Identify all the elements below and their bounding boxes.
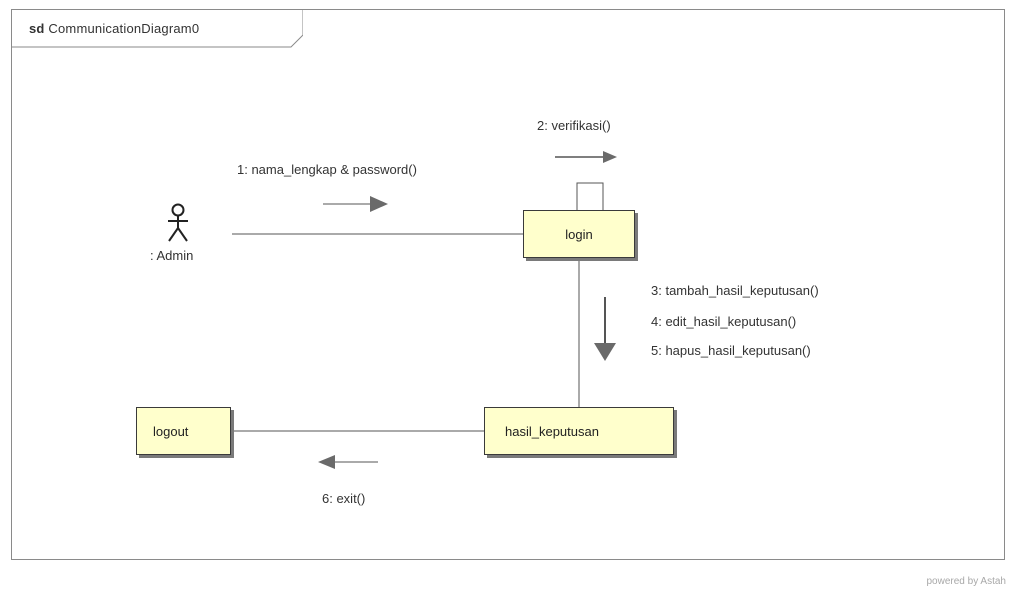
object-login: login bbox=[523, 210, 635, 258]
message-label-4: 4: edit_hasil_keputusan() bbox=[651, 314, 797, 329]
frame-keyword: sd bbox=[29, 21, 45, 36]
message-label-3: 3: tambah_hasil_keputusan() bbox=[651, 283, 819, 298]
message-label-2: 2: verifikasi() bbox=[537, 118, 611, 133]
message-label-6: 6: exit() bbox=[322, 491, 366, 506]
object-hasil-keputusan: hasil_keputusan bbox=[484, 407, 674, 455]
object-logout: logout bbox=[136, 407, 231, 455]
powered-by-credit: powered by Astah bbox=[926, 576, 1007, 587]
actor-admin-label: : Admin bbox=[150, 248, 194, 263]
object-hasil-keputusan-label: hasil_keputusan bbox=[505, 423, 599, 439]
frame-name-tab: sd CommunicationDiagram0 bbox=[11, 9, 303, 49]
self-link-login bbox=[576, 182, 604, 210]
message-label-1: 1: nama_lengkap & password() bbox=[237, 162, 417, 177]
admin-actor-icon bbox=[168, 203, 188, 242]
message-label-5: 5: hapus_hasil_keputusan() bbox=[651, 343, 811, 358]
message-arrow-3-5 bbox=[594, 297, 616, 361]
diagram-frame bbox=[11, 9, 1005, 560]
frame-name: CommunicationDiagram0 bbox=[48, 21, 200, 36]
message-arrow-1 bbox=[323, 196, 388, 212]
object-logout-label: logout bbox=[153, 423, 189, 439]
message-arrow-2 bbox=[555, 151, 617, 163]
message-arrow-6 bbox=[318, 455, 378, 469]
object-login-label: login bbox=[565, 226, 593, 242]
frame-title: sd CommunicationDiagram0 bbox=[29, 21, 199, 36]
